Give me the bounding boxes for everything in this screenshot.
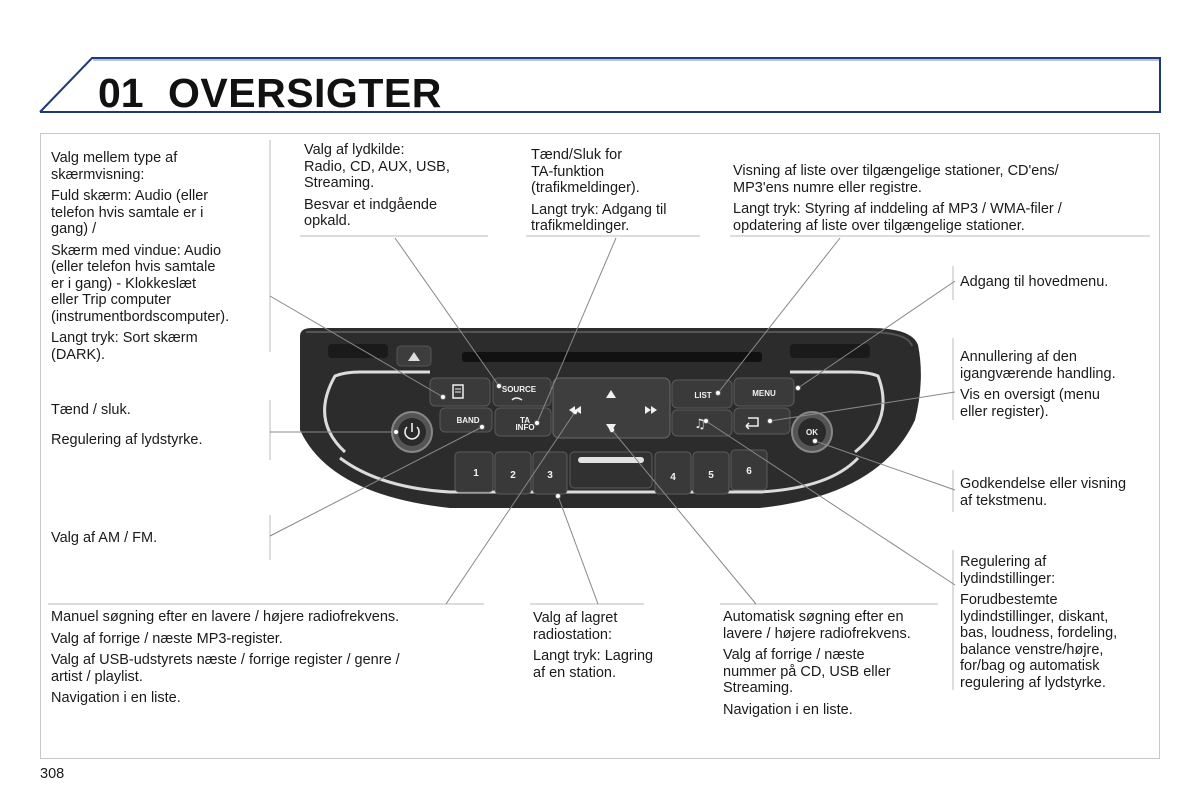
arrow-down-icon[interactable]	[606, 424, 616, 432]
callout-line: Valg af lagret radiostation:	[533, 610, 618, 643]
callout-line: Valg mellem type af skærmvisning:	[51, 150, 178, 183]
callout-line: Vis en oversigt (menu eller register).	[960, 387, 1100, 420]
list-button[interactable]: LIST	[694, 391, 711, 400]
callout-line: Annullering af den igangværende handling…	[960, 349, 1116, 382]
callout-line: Valg af AM / FM.	[51, 530, 158, 546]
callout-source: Valg af lydkilde: Radio, CD, AUX, USB, S…	[304, 142, 494, 235]
power-knob[interactable]	[404, 423, 420, 440]
page-title: OVERSIGTER	[168, 70, 442, 116]
source-button[interactable]: SOURCE	[502, 385, 537, 394]
preset-button-1[interactable]: 1	[473, 468, 479, 479]
callout-ok: Godkendelse eller visning af tekstmenu.	[960, 476, 1155, 514]
arrow-up-icon[interactable]	[606, 390, 616, 398]
callout-back: Annullering af den igangværende handling…	[960, 349, 1150, 425]
callout-band: Valg af AM / FM.	[51, 530, 266, 552]
callout-sound: Regulering af lydindstillinger: Forudbes…	[960, 554, 1155, 696]
callout-line: Valg af forrige / næste MP3-register.	[51, 630, 283, 647]
callout-manual-search: Manuel søgning efter en lavere / højere …	[51, 609, 481, 712]
chapter-number: 01	[98, 70, 144, 116]
callout-line: Skærm med vindue: Audio (eller telefon h…	[51, 242, 230, 325]
callout-line: Langt tryk: Adgang til trafikmeldinger.	[531, 201, 667, 235]
callout-line: Visning af liste over tilgængelige stati…	[733, 163, 1059, 196]
callout-auto-search: Automatisk søgning efter en lavere / høj…	[723, 609, 948, 723]
callout-line: Langt tryk: Styring af inddeling af MP3 …	[733, 201, 1062, 234]
callout-line: Besvar et indgående opkald.	[304, 196, 438, 230]
callout-preset: Valg af lagret radiostation: Langt tryk:…	[533, 610, 708, 686]
preset-button-4[interactable]: 4	[670, 472, 676, 483]
callout-line: Automatisk søgning efter en lavere / høj…	[723, 609, 911, 642]
callout-line: Manuel søgning efter en lavere / højere …	[51, 609, 400, 625]
callout-menu: Adgang til hovedmenu.	[960, 274, 1150, 296]
callout-line: Regulering af lydindstillinger:	[960, 554, 1056, 587]
callout-line: Valg af lydkilde: Radio, CD, AUX, USB, S…	[304, 142, 450, 191]
page-number: 308	[40, 766, 65, 782]
preset-button-2[interactable]: 2	[510, 470, 516, 481]
callout-line: Navigation i en liste.	[723, 701, 853, 718]
callout-line: Tænd / sluk.	[51, 402, 131, 418]
phone-icon	[511, 397, 523, 401]
callout-line: Tænd/Sluk for TA-funktion (trafikmelding…	[531, 147, 640, 196]
callout-line: Navigation i en liste.	[51, 690, 181, 706]
ok-knob[interactable]: OK	[806, 428, 818, 437]
callout-line: Forudbestemte lydindstillinger, diskant,…	[960, 592, 1118, 691]
back-icon[interactable]	[745, 417, 759, 430]
preset-button-3[interactable]: 3	[547, 470, 553, 481]
screen-mode-icon[interactable]	[452, 384, 464, 399]
music-note-icon[interactable]: ♫	[694, 417, 706, 432]
band-button[interactable]: BAND	[456, 416, 479, 425]
seek-forward-icon[interactable]	[645, 406, 657, 414]
callout-list: Visning af liste over tilgængelige stati…	[733, 163, 1153, 239]
callout-line: Valg af USB-udstyrets næste / forrige re…	[51, 652, 400, 685]
seek-back-icon[interactable]	[569, 406, 581, 414]
menu-button[interactable]: MENU	[752, 389, 776, 398]
callout-line: Fuld skærm: Audio (eller telefon hvis sa…	[51, 188, 209, 237]
callout-power: Tænd / sluk. Regulering af lydstyrke.	[51, 402, 266, 453]
callout-screen-type: Valg mellem type af skærmvisning: Fuld s…	[51, 150, 266, 368]
content-frame	[40, 133, 1160, 759]
callout-ta: Tænd/Sluk for TA-funktion (trafikmelding…	[531, 147, 706, 240]
header-banner	[39, 57, 1161, 113]
callout-line: Langt tryk: Lagring af en station.	[533, 648, 654, 681]
ta-info-button[interactable]: TA	[520, 416, 530, 425]
preset-button-5[interactable]: 5	[708, 470, 714, 481]
callout-line: Langt tryk: Sort skærm (DARK).	[51, 330, 198, 363]
callout-line: Regulering af lydstyrke.	[51, 431, 203, 448]
preset-button-6[interactable]: 6	[746, 466, 752, 477]
ta-info-label: INFO	[515, 423, 534, 432]
callout-line: Adgang til hovedmenu.	[960, 274, 1109, 290]
callout-line: Godkendelse eller visning af tekstmenu.	[960, 476, 1127, 509]
callout-line: Valg af forrige / næste nummer på CD, US…	[723, 647, 891, 696]
